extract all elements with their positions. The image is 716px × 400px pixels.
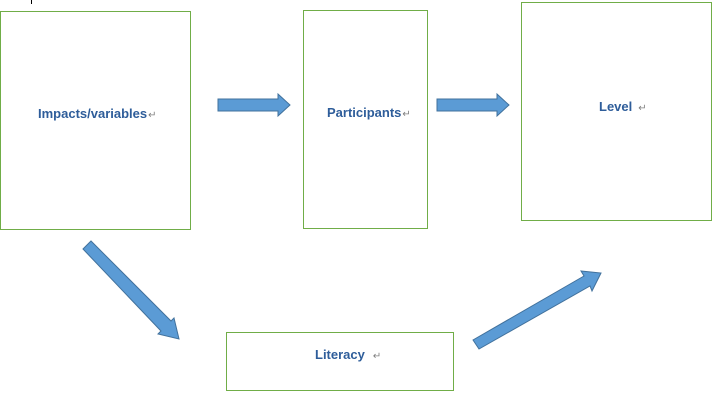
- node-literacy[interactable]: [226, 332, 454, 391]
- node-participants-label: Participants↵: [327, 105, 411, 120]
- paragraph-mark-icon: ↵: [148, 110, 157, 121]
- node-level[interactable]: [521, 2, 712, 221]
- node-level-label: Level↵: [599, 99, 647, 114]
- node-impacts-variables[interactable]: [0, 11, 191, 230]
- arrow-impacts-to-literacy: [82, 240, 180, 340]
- arrow-literacy-to-level: [472, 270, 602, 350]
- node-impacts-variables-label: Impacts/variables↵: [38, 106, 157, 121]
- arrow-participants-to-level: [436, 92, 510, 118]
- text-cursor-mark: [31, 0, 32, 4]
- paragraph-mark-icon: ↵: [402, 109, 411, 120]
- node-literacy-label: Literacy↵: [315, 347, 382, 362]
- node-participants[interactable]: [303, 10, 428, 229]
- arrow-impacts-to-participants: [217, 92, 291, 118]
- paragraph-mark-icon: ↵: [638, 103, 647, 114]
- paragraph-mark-icon: ↵: [372, 351, 382, 362]
